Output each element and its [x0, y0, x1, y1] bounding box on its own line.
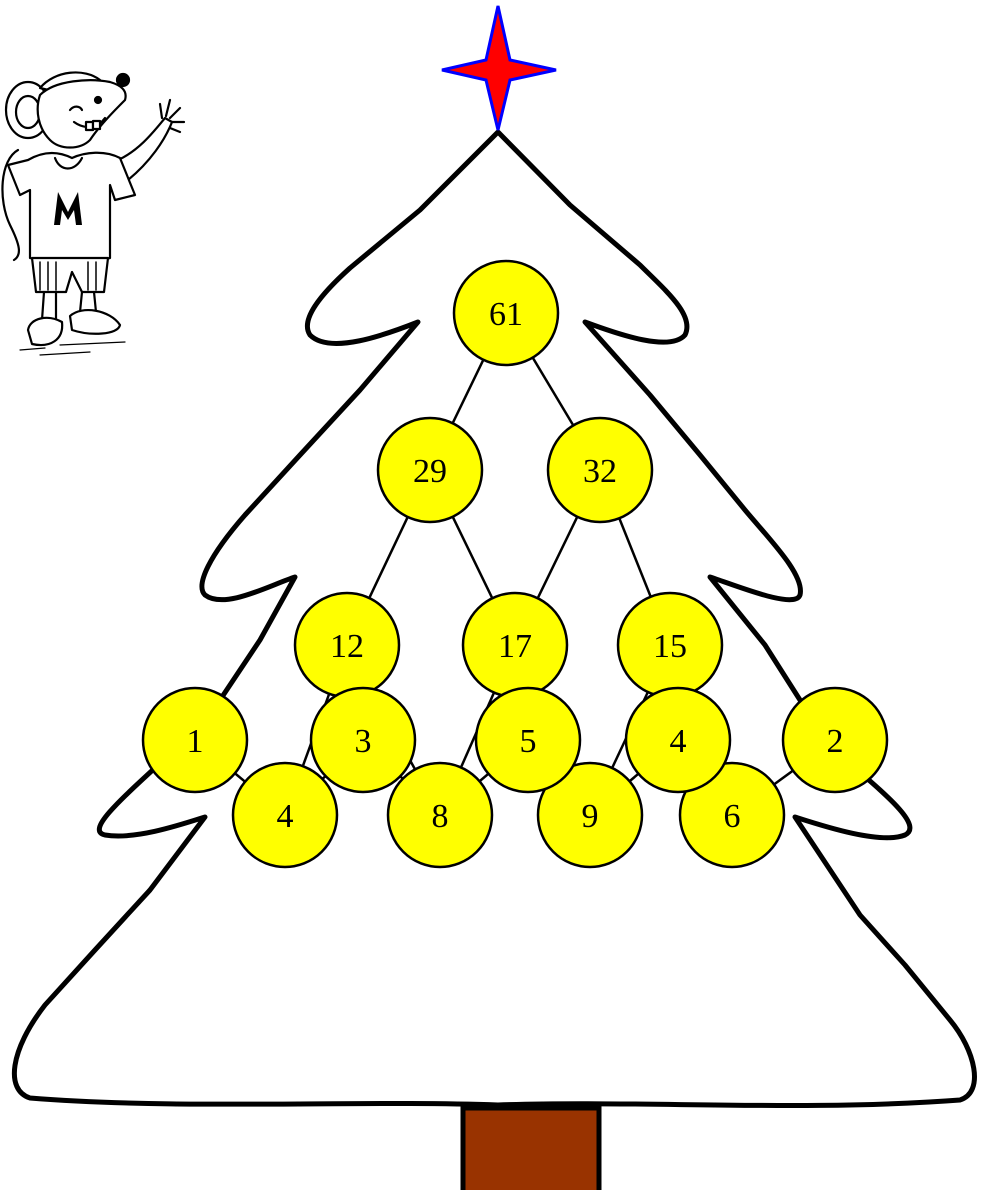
ball-number: 32: [583, 453, 617, 490]
pyramid-ball: 32: [548, 418, 652, 522]
pyramid-ball: 61: [454, 261, 558, 365]
pyramid-ball: 17: [463, 593, 567, 697]
ball-number: 3: [355, 723, 372, 760]
pyramid-ball: 15: [618, 593, 722, 697]
tree-trunk: [463, 1108, 599, 1190]
ball-number: 17: [498, 628, 532, 665]
pyramid-ball: 8: [388, 763, 492, 867]
pyramid-ball: 2: [783, 688, 887, 792]
pyramid-ball: 4: [233, 763, 337, 867]
four-point-star-icon: [442, 6, 556, 130]
pyramid-ball: 4: [626, 688, 730, 792]
ball-number: 4: [277, 798, 294, 835]
ball-number: 4: [670, 723, 687, 760]
pyramid-ball: 29: [378, 418, 482, 522]
ball-number: 12: [330, 628, 364, 665]
ball-number: 6: [724, 798, 741, 835]
mouse-mascot-icon: [2, 72, 184, 355]
ball-number: 5: [520, 723, 537, 760]
pyramid-ball: 3: [311, 688, 415, 792]
ball-number: 15: [653, 628, 687, 665]
ball-number: 61: [489, 296, 523, 333]
ball-number: 9: [582, 798, 599, 835]
ball-number: 2: [827, 723, 844, 760]
ball-number: 29: [413, 453, 447, 490]
ball-number: 1: [187, 723, 204, 760]
pyramid-ball: 1: [143, 688, 247, 792]
pyramid-ball: 12: [295, 593, 399, 697]
pyramid-ball: 5: [476, 688, 580, 792]
ball-number: 8: [432, 798, 449, 835]
